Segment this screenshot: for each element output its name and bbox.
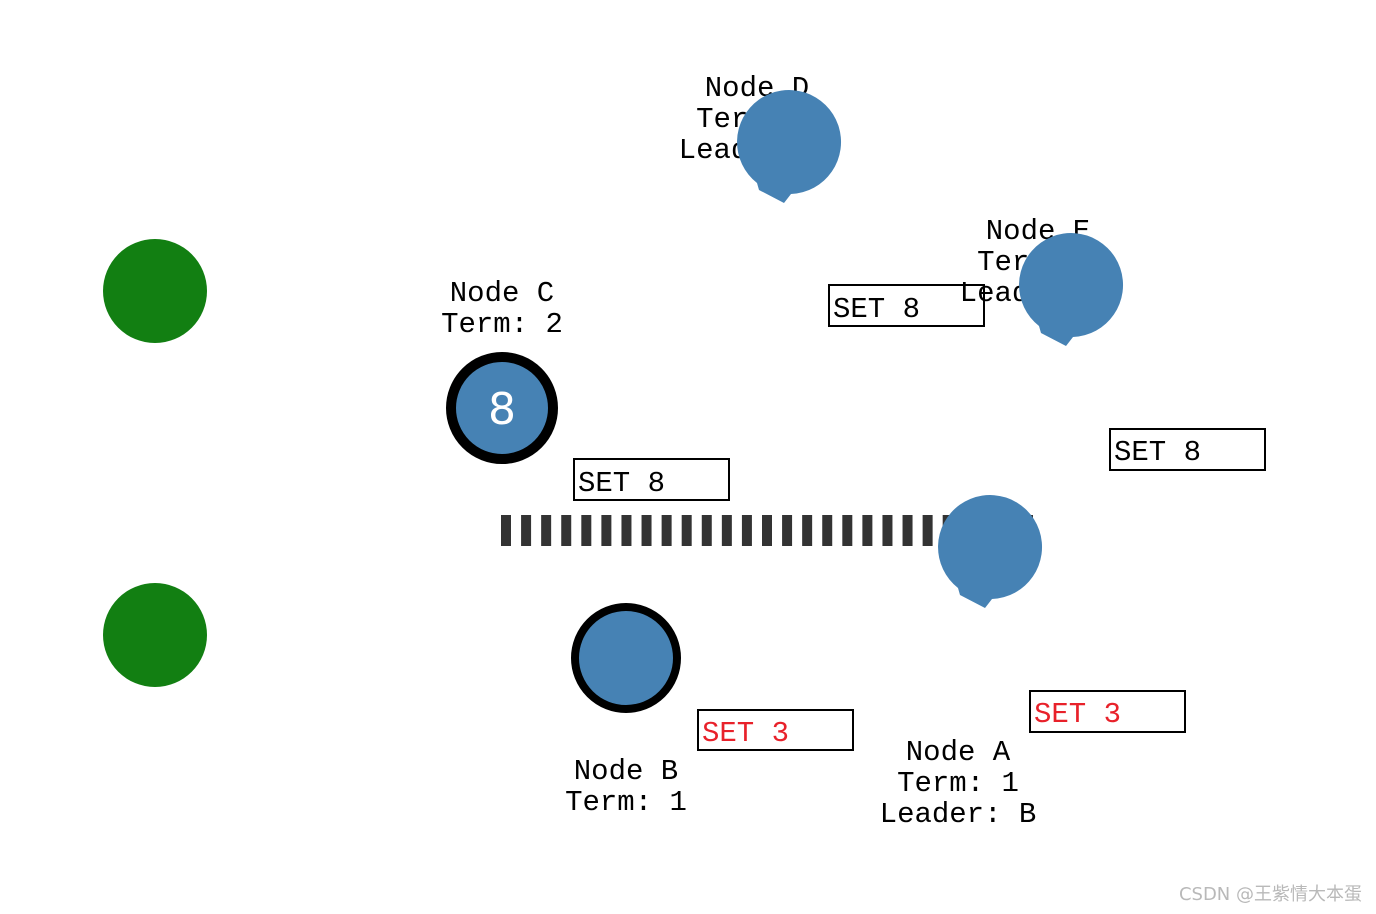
partition-dash: [501, 515, 511, 546]
node-d-log-text: SET 8: [833, 293, 920, 326]
partition-dash: [902, 515, 913, 546]
node-d-log-entry: SET 8: [828, 284, 985, 327]
partition-dash: [561, 515, 572, 546]
node-c-log-text: SET 8: [578, 467, 665, 500]
node-c: Node C Term: 2 8: [441, 277, 563, 464]
node-a-label-name: Node A: [906, 736, 1011, 769]
partition-dash: [621, 515, 632, 546]
node-d-circle: [737, 90, 842, 203]
partition-dash: [601, 515, 612, 546]
partition-dash: [581, 515, 592, 546]
node-c-log-entry: SET 8: [573, 458, 730, 501]
node-b: Node B Term: 1: [565, 603, 687, 819]
client-circle-bottom: [103, 583, 207, 687]
partition-dash: [882, 515, 893, 546]
node-b-log-text: SET 3: [702, 717, 789, 750]
node-b-label-term: Term: 1: [565, 786, 687, 819]
partition-dash: [762, 515, 772, 546]
node-a: Node A Term: 1 Leader: B: [880, 495, 1043, 831]
node-b-circle: [571, 603, 681, 713]
partition-dash: [701, 515, 712, 546]
node-c-label-term: Term: 2: [441, 308, 563, 341]
node-a-label-term: Term: 1: [897, 767, 1019, 800]
node-b-label-name: Node B: [574, 755, 678, 788]
partition-dash: [782, 515, 793, 546]
watermark: CSDN @王紫情大本蛋: [1179, 884, 1362, 905]
partition-dash: [862, 515, 873, 546]
node-c-value: 8: [488, 384, 516, 435]
partition-dash: [842, 515, 853, 546]
partition-dash: [721, 515, 732, 546]
client-circle-top: [103, 239, 207, 343]
node-e-value: 8: [1024, 353, 1052, 404]
node-e: Node E Term: 2 Leader: C 8: [960, 215, 1124, 404]
partition-dash: [541, 515, 552, 546]
node-c-label-name: Node C: [450, 277, 554, 310]
partition-dash: [661, 515, 672, 546]
node-e-circle: [1019, 233, 1124, 346]
node-a-label-leader: Leader: B: [880, 798, 1037, 831]
node-d: Node D Term: 2 Leader: C 8: [679, 72, 842, 261]
partition-dash: [822, 515, 833, 546]
node-c-circle: [446, 352, 558, 464]
partition-dash: [741, 515, 752, 546]
partition-dash: [521, 515, 532, 546]
node-e-log-text: SET 8: [1114, 436, 1201, 469]
node-e-log-entry: SET 8: [1109, 428, 1266, 471]
partition-dash: [922, 515, 933, 546]
node-a-circle: [938, 495, 1043, 608]
node-b-log-entry: SET 3: [697, 709, 854, 751]
node-d-value: 8: [743, 210, 771, 261]
node-a-log-text: SET 3: [1034, 698, 1121, 731]
partition-dash: [802, 515, 813, 546]
partition-dash: [641, 515, 652, 546]
node-a-log-entry: SET 3: [1029, 690, 1186, 733]
partition-dash: [681, 515, 692, 546]
